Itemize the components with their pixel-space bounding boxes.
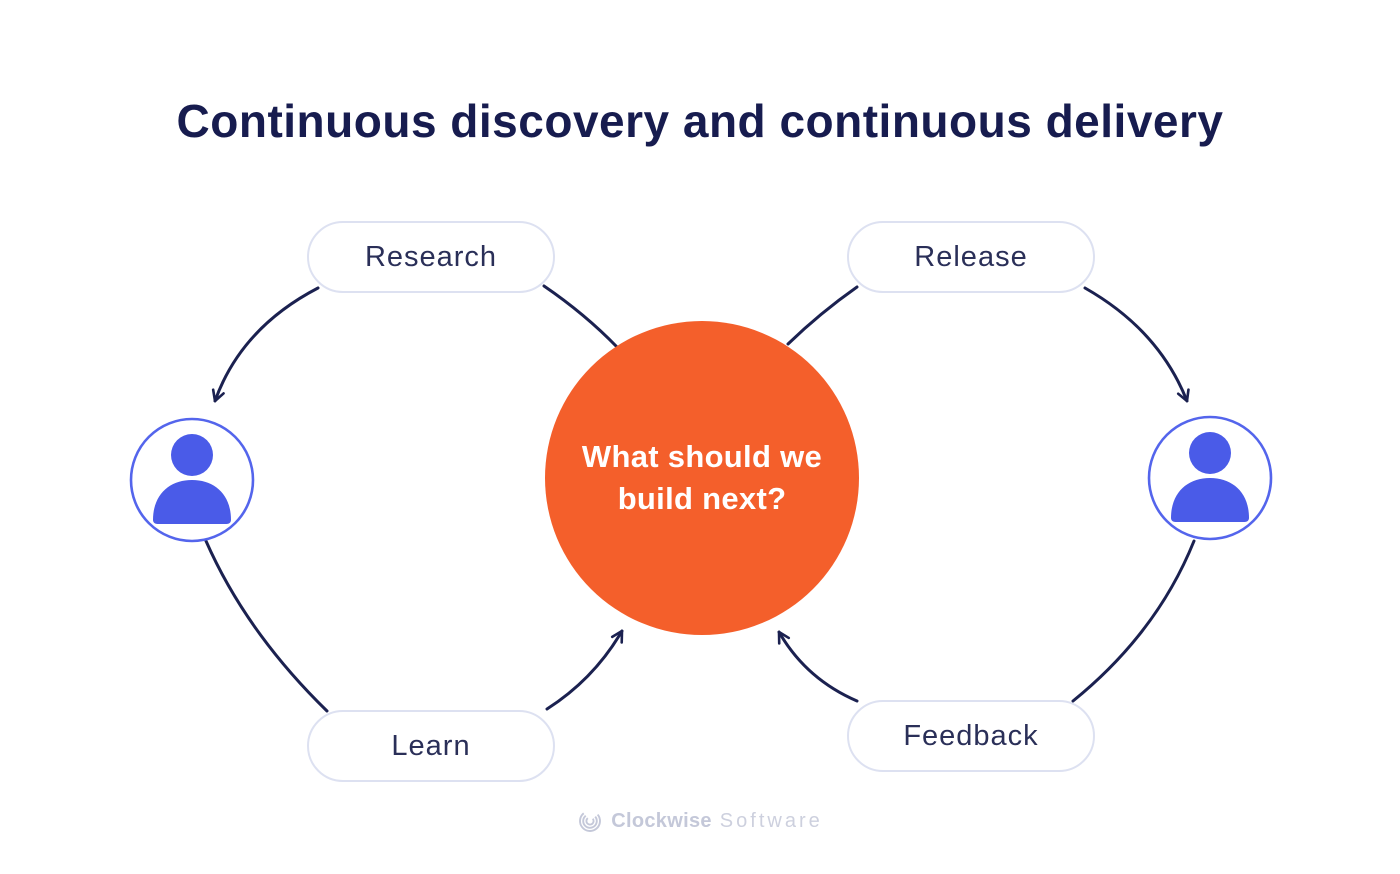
arrow-feedback-to-center — [777, 630, 859, 703]
node-feedback-label: Feedback — [903, 719, 1039, 752]
person-icon — [1147, 415, 1273, 541]
person-body — [153, 480, 231, 524]
arrow-release-to-user-right — [1083, 286, 1190, 403]
arrow-center-to-release — [786, 285, 859, 346]
person-body — [1171, 478, 1249, 522]
user-right — [1146, 414, 1274, 542]
clockwise-swirl-icon — [579, 810, 602, 832]
brand-name-light: Software — [719, 809, 823, 832]
node-release-label: Release — [914, 240, 1028, 273]
node-feedback: Feedback — [847, 700, 1095, 772]
person-head — [171, 434, 213, 476]
arrow-research-to-user-left — [211, 286, 320, 403]
person-head — [1189, 432, 1231, 474]
node-release: Release — [847, 221, 1095, 293]
arrow-user-left-to-learn — [204, 539, 329, 713]
user-left — [128, 416, 256, 544]
node-learn-label: Learn — [391, 729, 471, 762]
node-research: Research — [307, 221, 555, 293]
node-research-label: Research — [364, 240, 498, 273]
central-question-circle: What should we build next? — [545, 321, 859, 635]
arrow-user-right-to-feedback — [1071, 539, 1196, 703]
arrow-center-to-research — [542, 284, 619, 349]
person-icon — [129, 417, 255, 543]
brand-name-bold: Clockwise — [611, 809, 712, 832]
central-question-line2: build next? — [617, 481, 787, 516]
page-title: Continuous discovery and continuous deli… — [176, 95, 1224, 147]
arrow-learn-to-center — [545, 629, 624, 711]
clockwise-logo: Clockwise Software — [0, 808, 1400, 834]
node-learn: Learn — [307, 710, 555, 782]
central-question-line1: What should we — [581, 438, 823, 474]
